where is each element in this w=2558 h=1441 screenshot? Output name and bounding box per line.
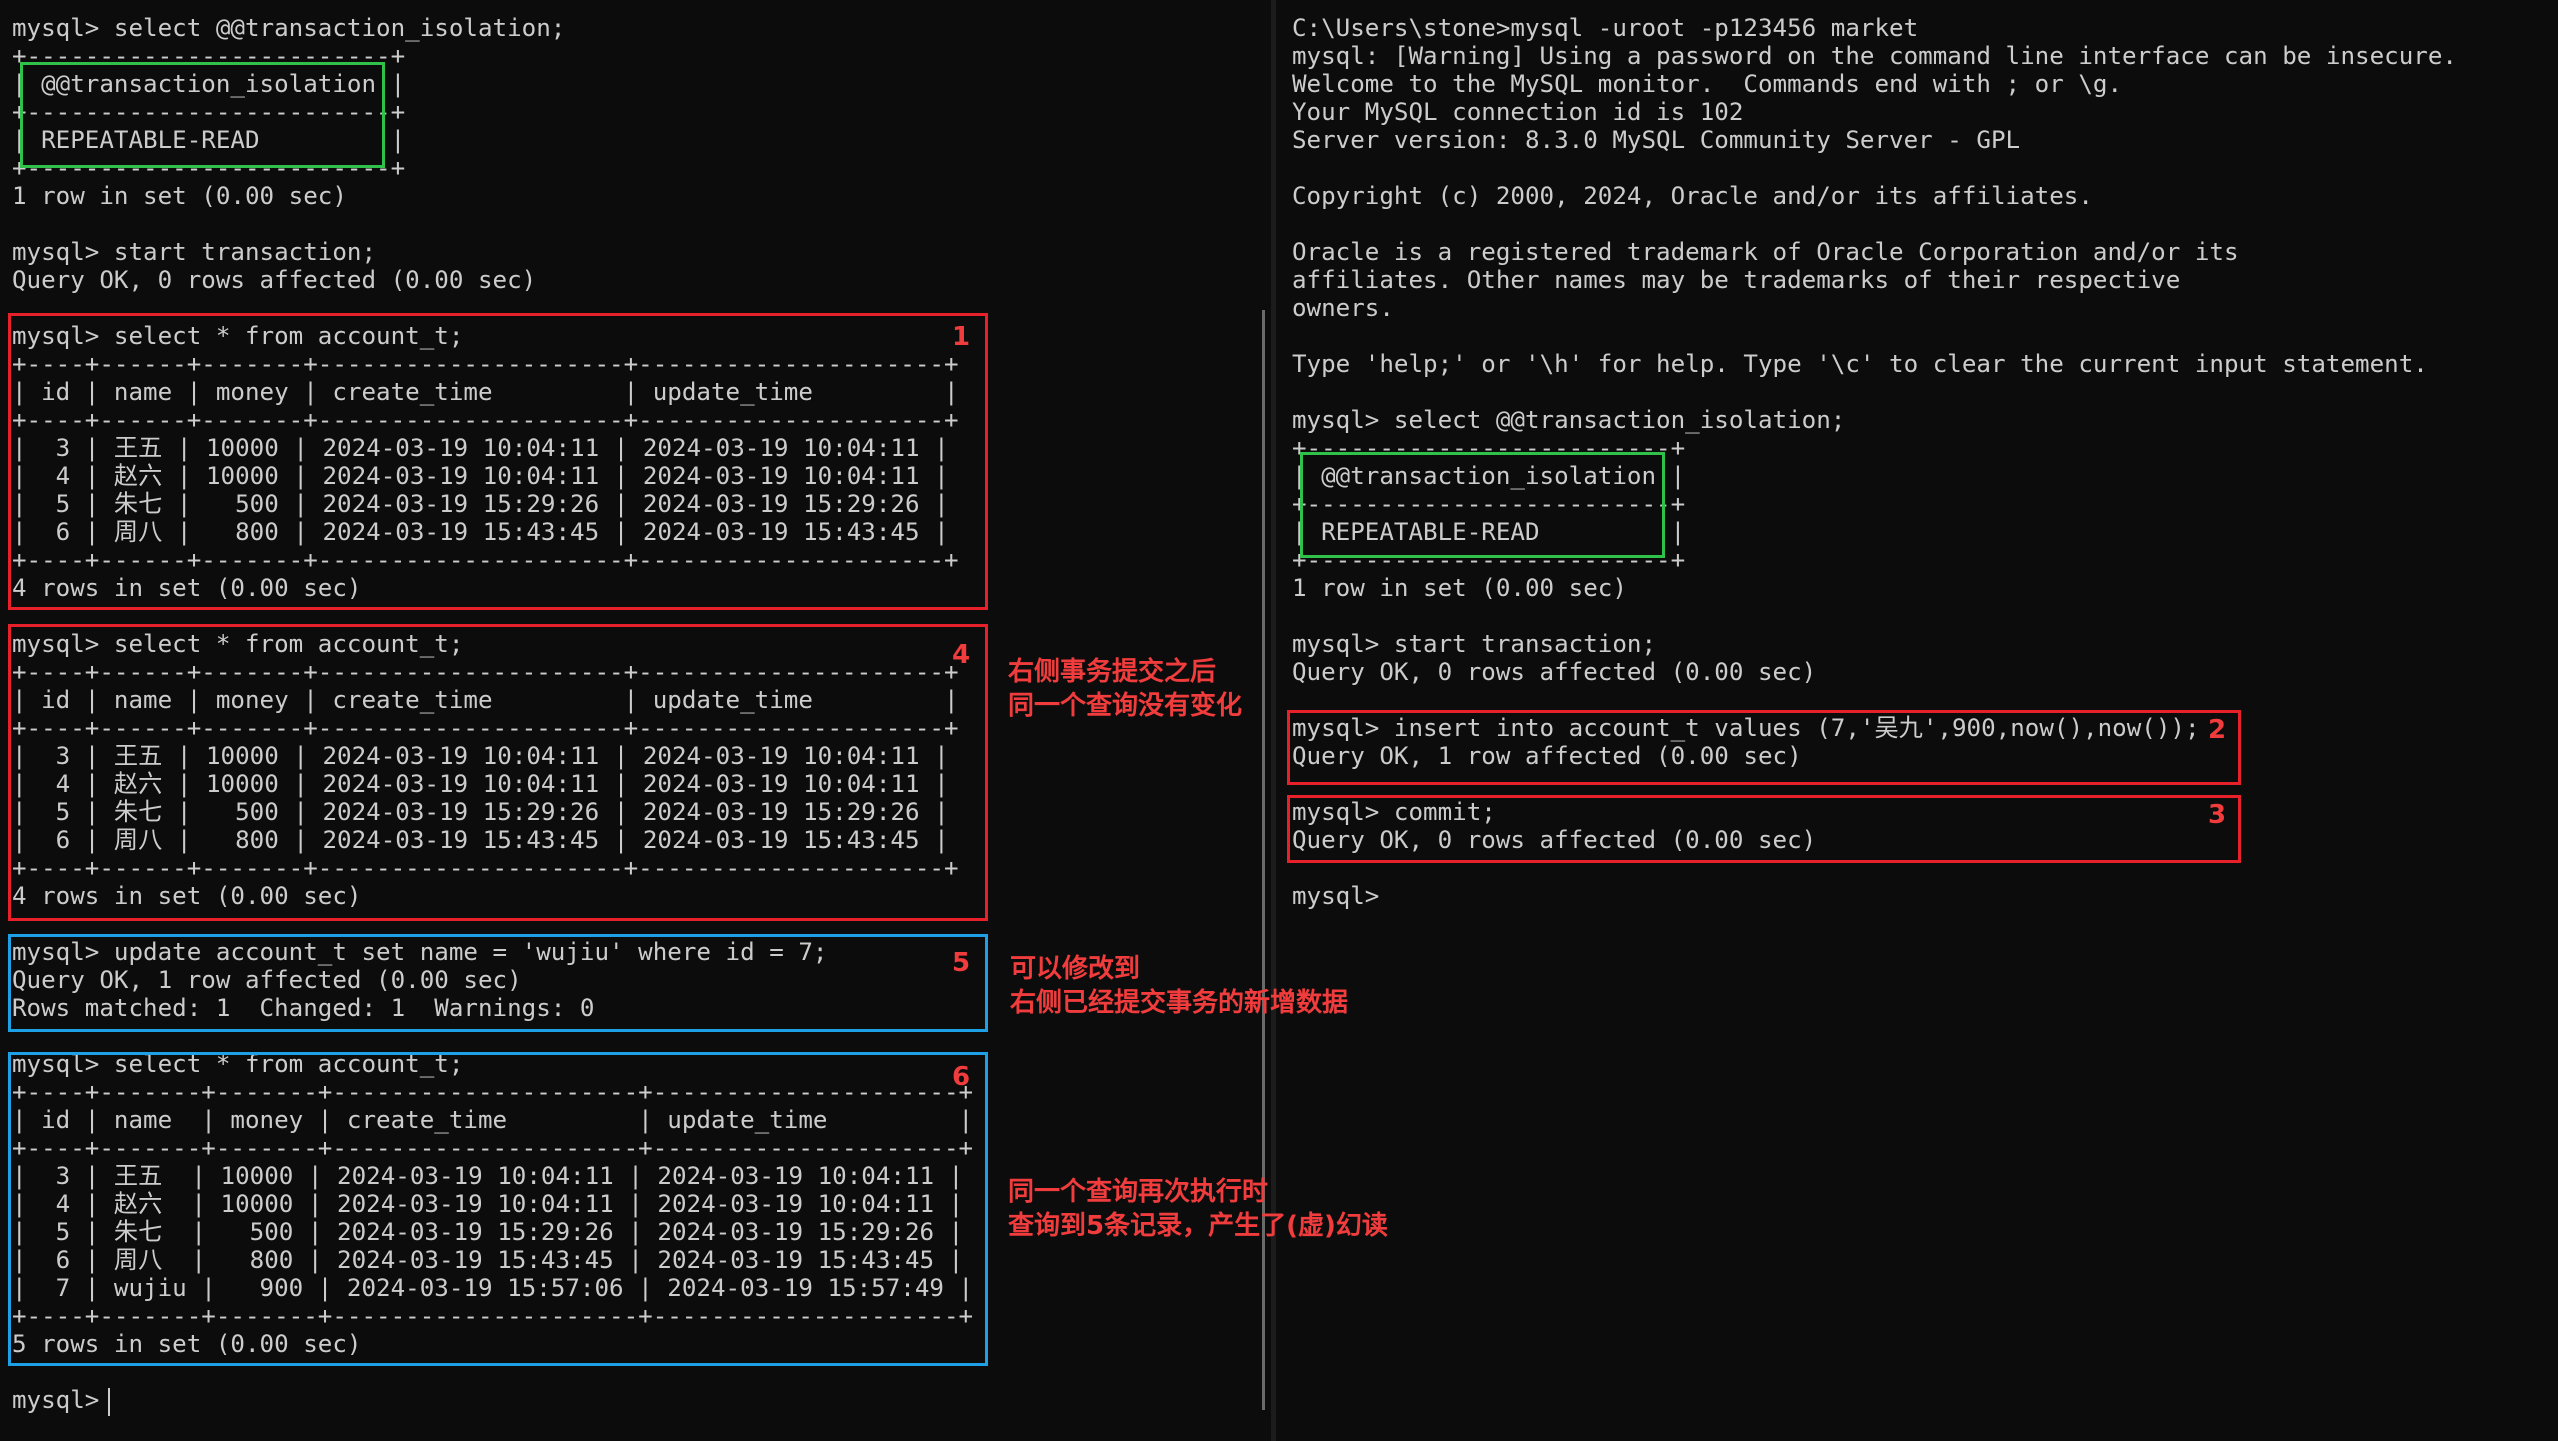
terminal-line: | 7 | wujiu | 900 | 2024-03-19 15:57:06 … — [12, 1274, 974, 1302]
terminal-line: +----+------+-------+-------------------… — [12, 714, 959, 742]
terminal-line: owners. — [1292, 294, 1394, 322]
left-terminal-pane[interactable]: mysql> select @@transaction_isolation; +… — [0, 0, 1262, 1441]
terminal-line: | id | name | money | create_time | upda… — [12, 1106, 974, 1134]
terminal-line: +-------------------------+ — [1292, 434, 1686, 462]
terminal-line: Your MySQL connection id is 102 — [1292, 98, 1744, 126]
terminal-line: | REPEATABLE-READ | — [12, 126, 406, 154]
terminal-line: | 3 | 王五 | 10000 | 2024-03-19 10:04:11 |… — [12, 742, 949, 770]
step-6-box — [8, 1052, 988, 1366]
terminal-line: mysql: [Warning] Using a password on the… — [1292, 42, 2457, 70]
terminal-line: mysql> select @@transaction_isolation; — [1292, 406, 1846, 434]
terminal-line: +----+-------+-------+------------------… — [12, 1302, 974, 1330]
terminal-line: Welcome to the MySQL monitor. Commands e… — [1292, 70, 2123, 98]
terminal-line: C:\Users\stone>mysql -uroot -p123456 mar… — [1292, 14, 1919, 42]
terminal-line: | 4 | 赵六 | 10000 | 2024-03-19 10:04:11 |… — [12, 462, 949, 490]
terminal-line: | 6 | 周八 | 800 | 2024-03-19 15:43:45 | 2… — [12, 1246, 964, 1274]
terminal-line: +-------------------------+ — [12, 98, 406, 126]
terminal-line: 1 row in set (0.00 sec) — [12, 182, 347, 210]
step-1-box — [8, 313, 988, 610]
terminal-line: | id | name | money | create_time | upda… — [12, 686, 959, 714]
terminal-line: mysql> — [12, 1386, 114, 1414]
terminal-line: 1 row in set (0.00 sec) — [1292, 574, 1627, 602]
isolation-highlight-left — [20, 62, 385, 168]
terminal-line: Query OK, 0 rows affected (0.00 sec) — [1292, 658, 1817, 686]
terminal-line: mysql> — [1292, 882, 1394, 910]
terminal-line: +----+------+-------+-------------------… — [12, 546, 959, 574]
terminal-line: 5 rows in set (0.00 sec) — [12, 1330, 362, 1358]
text-cursor — [108, 1388, 110, 1416]
left-terminal-output: mysql> select @@transaction_isolation; +… — [12, 14, 973, 1414]
step-3-box — [1287, 795, 2241, 863]
terminal-line: | 3 | 王五 | 10000 | 2024-03-19 10:04:11 |… — [12, 1162, 964, 1190]
terminal-line: Query OK, 0 rows affected (0.00 sec) — [12, 266, 537, 294]
step-4-box — [8, 624, 988, 921]
step-5-box — [8, 934, 988, 1032]
terminal-line: | 5 | 朱七 | 500 | 2024-03-19 15:29:26 | 2… — [12, 490, 949, 518]
right-terminal-output: C:\Users\stone>mysql -uroot -p123456 mar… — [1292, 14, 2457, 910]
terminal-line: | 6 | 周八 | 800 | 2024-03-19 15:43:45 | 2… — [12, 518, 949, 546]
terminal-line: Query OK, 0 rows affected (0.00 sec) — [1292, 826, 1817, 854]
terminal-line: Query OK, 1 row affected (0.00 sec) — [12, 966, 522, 994]
pane-divider[interactable] — [1271, 0, 1276, 1441]
terminal-line: +-------------------------+ — [12, 42, 406, 70]
terminal-line: mysql> update account_t set name = 'wuji… — [12, 938, 828, 966]
terminal-line: +----+------+-------+-------------------… — [12, 658, 959, 686]
step-label-3: 3 — [2208, 800, 2227, 830]
terminal-line: 4 rows in set (0.00 sec) — [12, 574, 362, 602]
step-2-box — [1287, 710, 2241, 785]
terminal-line: +----+------+-------+-------------------… — [12, 350, 959, 378]
terminal-line: affiliates. Other names may be trademark… — [1292, 266, 2181, 294]
note-step-4: 右侧事务提交之后 同一个查询没有变化 — [1008, 657, 1243, 721]
terminal-line: +-------------------------+ — [12, 154, 406, 182]
left-scrollbar[interactable] — [1262, 310, 1265, 1410]
terminal-line: Server version: 8.3.0 MySQL Community Se… — [1292, 126, 2021, 154]
terminal-line: | 6 | 周八 | 800 | 2024-03-19 15:43:45 | 2… — [12, 826, 949, 854]
terminal-line: +----+-------+-------+------------------… — [12, 1078, 974, 1106]
step-label-6: 6 — [952, 1062, 971, 1092]
right-terminal-pane[interactable]: C:\Users\stone>mysql -uroot -p123456 mar… — [1280, 0, 2558, 1441]
terminal-line: +----+------+-------+-------------------… — [12, 406, 959, 434]
terminal-line: | 3 | 王五 | 10000 | 2024-03-19 10:04:11 |… — [12, 434, 949, 462]
terminal-line: mysql> start transaction; — [12, 238, 377, 266]
terminal-line: | @@transaction_isolation | — [1292, 462, 1686, 490]
note-step-5: 可以修改到 右侧已经提交事务的新增数据 — [1010, 954, 1349, 1018]
terminal-line: mysql> select * from account_t; — [12, 630, 464, 658]
isolation-highlight-right — [1300, 452, 1665, 558]
terminal-line: +----+------+-------+-------------------… — [12, 854, 959, 882]
terminal-line: mysql> start transaction; — [1292, 630, 1657, 658]
terminal-line: Oracle is a registered trademark of Orac… — [1292, 238, 2239, 266]
terminal-line: Query OK, 1 row affected (0.00 sec) — [1292, 742, 1802, 770]
terminal-line: Copyright (c) 2000, 2024, Oracle and/or … — [1292, 182, 2093, 210]
terminal-line: +----+-------+-------+------------------… — [12, 1134, 974, 1162]
terminal-line: Type 'help;' or '\h' for help. Type '\c'… — [1292, 350, 2428, 378]
step-label-4: 4 — [952, 640, 971, 670]
step-label-1: 1 — [952, 322, 971, 352]
step-label-5: 5 — [952, 948, 971, 978]
terminal-line: | id | name | money | create_time | upda… — [12, 378, 959, 406]
terminal-line: mysql> insert into account_t values (7,'… — [1292, 714, 2200, 742]
terminal-line: | 4 | 赵六 | 10000 | 2024-03-19 10:04:11 |… — [12, 770, 949, 798]
terminal-line: mysql> select @@transaction_isolation; — [12, 14, 566, 42]
terminal-line: | 5 | 朱七 | 500 | 2024-03-19 15:29:26 | 2… — [12, 798, 949, 826]
note-step-6: 同一个查询再次执行时 查询到5条记录，产生了(虚)幻读 — [1008, 1177, 1388, 1241]
terminal-line: Rows matched: 1 Changed: 1 Warnings: 0 — [12, 994, 595, 1022]
terminal-line: | 5 | 朱七 | 500 | 2024-03-19 15:29:26 | 2… — [12, 1218, 964, 1246]
terminal-line: mysql> select * from account_t; — [12, 322, 464, 350]
terminal-line: | 4 | 赵六 | 10000 | 2024-03-19 10:04:11 |… — [12, 1190, 964, 1218]
terminal-line: mysql> commit; — [1292, 798, 1496, 826]
terminal-line: +-------------------------+ — [1292, 546, 1686, 574]
step-label-2: 2 — [2208, 715, 2227, 745]
terminal-line: +-------------------------+ — [1292, 490, 1686, 518]
terminal-line: 4 rows in set (0.00 sec) — [12, 882, 362, 910]
